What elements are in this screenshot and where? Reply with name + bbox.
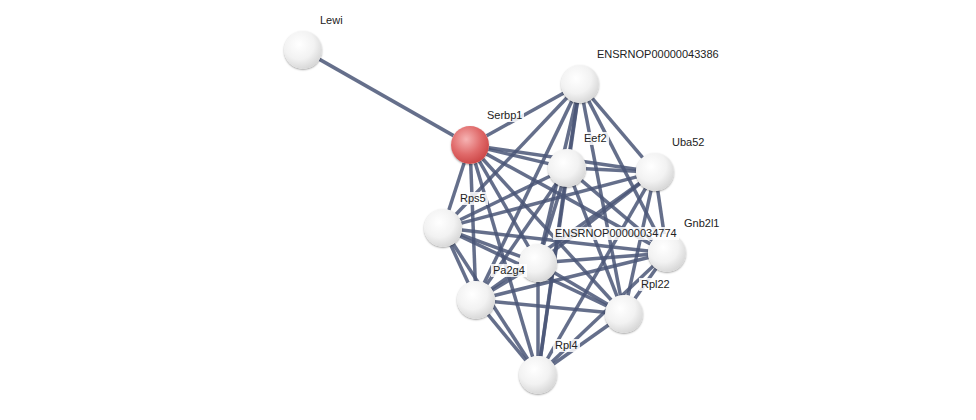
edge-line [592, 98, 642, 157]
node-label: Rps5 [458, 192, 488, 205]
protein-node: Serbp1 [451, 126, 489, 164]
node-label: Uba52 [670, 136, 706, 149]
interaction-edge [553, 325, 608, 364]
edge-line [553, 325, 608, 364]
interaction-edge [320, 59, 454, 135]
interaction-edge [461, 235, 520, 257]
interaction-edge [471, 164, 476, 281]
node-label: Pa2g4 [491, 264, 527, 277]
edge-line [488, 315, 526, 361]
edge-line [471, 164, 476, 281]
protein-node: Pa2g4 [457, 281, 495, 319]
node-label: Gnb2l1 [682, 217, 721, 230]
protein-node: Uba52 [636, 153, 674, 191]
protein-node: ENSRNOP00000043386 [561, 65, 599, 103]
node-label: ENSRNOP00000043386 [595, 48, 721, 61]
interaction-edge [538, 282, 539, 356]
edge-line [453, 244, 527, 359]
node-label: Rpl4 [553, 339, 580, 352]
node-label: Serbp1 [485, 109, 524, 122]
node-label: Eef2 [582, 132, 609, 145]
edge-line [461, 235, 520, 257]
edge-line [495, 302, 605, 312]
interaction-edge [453, 244, 527, 359]
protein-node: Lewi [284, 31, 322, 69]
interaction-edge [552, 266, 653, 362]
edge-line [320, 59, 454, 135]
protein-node: Eef2 [548, 149, 586, 187]
protein-node: Rpl22 [605, 295, 643, 333]
node-label: Rpl22 [639, 278, 672, 291]
interaction-edge [554, 273, 607, 305]
edge-line [536, 282, 540, 356]
interaction-edge [495, 302, 605, 312]
interaction-edge [586, 169, 636, 171]
edge-line [552, 266, 653, 362]
protein-node: Rpl4 [519, 356, 557, 394]
interaction-edge [592, 98, 642, 157]
interaction-edge [488, 315, 526, 361]
node-label: Lewi [318, 14, 345, 27]
node-label: ENSRNOP00000034774 [553, 227, 679, 240]
edge-line [586, 169, 636, 171]
edge-line [554, 273, 607, 305]
protein-node: Rps5 [424, 209, 462, 247]
